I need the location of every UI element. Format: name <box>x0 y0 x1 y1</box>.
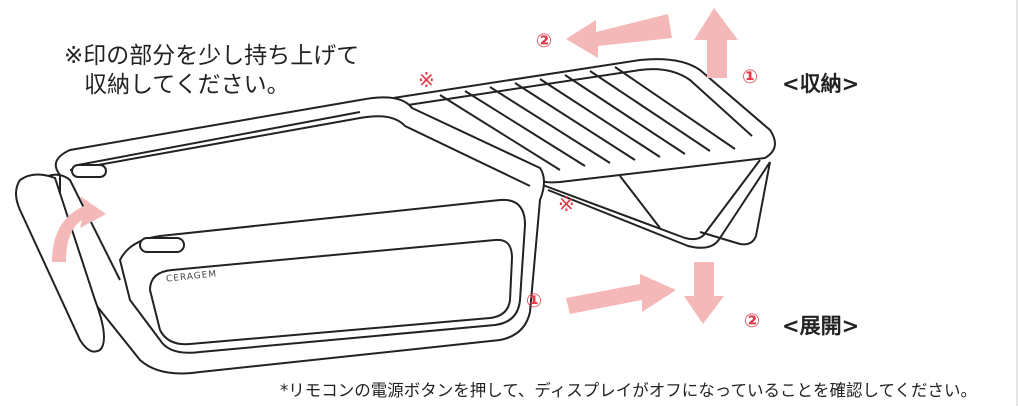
store-label: <収納> <box>782 72 860 96</box>
store-step2-number: ② <box>536 30 553 52</box>
note-line2: 収納してください。 <box>84 72 290 98</box>
lift-mark-bottom: ※ <box>558 192 575 216</box>
note-line1: ※印の部分を少し持ち上げて <box>64 43 360 69</box>
footnote: *リモコンの電源ボタンを押して、ディスプレイがオフになっていることを確認してくだ… <box>280 381 977 400</box>
expand-arrow-right <box>566 274 676 314</box>
bed-main-body <box>54 96 545 375</box>
expand-arrow-down <box>684 262 724 324</box>
curved-arrow <box>52 196 106 262</box>
page-edge-divider <box>1016 0 1018 406</box>
store-arrow-left <box>566 14 672 58</box>
expand-step2-number: ② <box>744 310 761 332</box>
head-end <box>15 173 121 353</box>
store-step1-number: ① <box>742 66 759 88</box>
arrow-group <box>52 8 738 324</box>
expand-label: <展開> <box>782 314 860 338</box>
store-arrow-up <box>694 8 738 78</box>
instruction-note: ※印の部分を少し持ち上げて 収納してください。 <box>64 42 359 100</box>
extended-mat <box>379 58 776 249</box>
lift-mark-top: ※ <box>418 68 435 92</box>
expand-step1-number: ① <box>526 290 543 312</box>
